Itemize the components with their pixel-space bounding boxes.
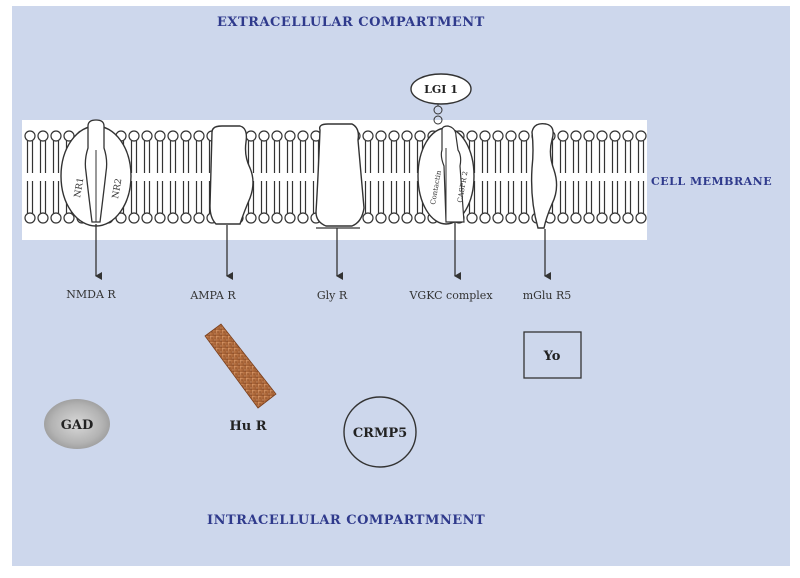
yo-label: Yo xyxy=(543,349,561,364)
nr2-subunit-label: NR2 xyxy=(111,178,124,200)
yo-antigen-box xyxy=(523,331,582,379)
vgkc-complex-label: VGKC complex xyxy=(408,289,493,302)
ampa-receptor-label: AMPA R xyxy=(189,289,236,302)
lgi1-label: LGI 1 xyxy=(424,83,458,96)
gad-antigen xyxy=(44,399,110,449)
vgkc-complex: Contactin CASPR 2 xyxy=(417,125,475,225)
mglu-receptor-label: mGlu R5 xyxy=(523,289,572,302)
nmda-receptor-label: NMDA R xyxy=(66,288,116,301)
gad-label: GAD xyxy=(61,418,93,433)
nr1-subunit-label: NR1 xyxy=(73,177,86,199)
nmda-receptor: NR1 NR2 xyxy=(60,119,132,227)
intracellular-title: INTRACELLULAR COMPARTMNENT xyxy=(207,513,485,528)
diagram-background xyxy=(12,6,790,566)
extracellular-title: EXTRACELLULAR COMPARTMENT xyxy=(217,15,485,30)
cell-membrane-label: CELL MEMBRANE xyxy=(651,175,772,188)
hu-label: Hu R xyxy=(229,419,266,434)
ampa-receptor xyxy=(209,125,254,225)
lgi1-antigen xyxy=(410,73,472,105)
lgi1-linker xyxy=(433,104,443,125)
mglu-receptor xyxy=(530,122,558,229)
crmp5-label: CRMP5 xyxy=(353,426,407,441)
gly-receptor xyxy=(315,123,365,227)
crmp5-antigen xyxy=(343,396,417,468)
hu-antigen-block xyxy=(204,323,277,409)
gly-receptor-label: Gly R xyxy=(317,289,348,302)
